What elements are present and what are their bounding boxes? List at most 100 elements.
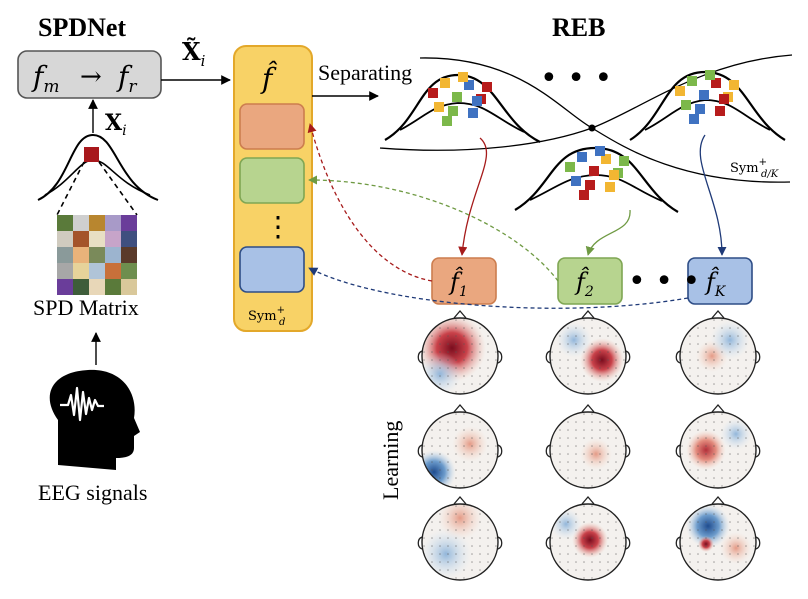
- reb-title: REB: [552, 13, 605, 42]
- spdnet-module: fm → fr: [17, 50, 162, 99]
- feature-square: [689, 114, 699, 124]
- topomap: [417, 404, 503, 489]
- matrix-cell: [105, 231, 121, 247]
- matrix-cell: [89, 247, 105, 263]
- feature-square: [675, 86, 685, 96]
- topomap: [545, 404, 631, 489]
- sym-d-label: Sym+d: [248, 305, 285, 328]
- submanifold-ellipsis: • • •: [540, 61, 612, 96]
- feature-square: [452, 92, 462, 102]
- spd-matrix-label: SPD Matrix: [33, 295, 139, 320]
- feature-square: [428, 88, 438, 98]
- slot-blue: [239, 246, 305, 293]
- feature-square: [442, 116, 452, 126]
- topomap: [675, 496, 761, 581]
- matrix-cell: [89, 215, 105, 231]
- feature-square: [681, 100, 691, 110]
- matrix-cell: [105, 279, 121, 295]
- eeg-head-icon: [49, 369, 140, 470]
- matrix-cell: [73, 231, 89, 247]
- x-label: Xi: [105, 110, 127, 139]
- spdnet-title: SPDNet: [38, 13, 126, 42]
- feature-square: [715, 106, 725, 116]
- matrix-cell: [57, 279, 73, 295]
- feature-square: [434, 102, 444, 112]
- separating-label: Separating: [318, 60, 412, 85]
- feature-square: [464, 80, 474, 90]
- submanifold-k: [629, 70, 786, 141]
- matrix-cell: [105, 215, 121, 231]
- f-boxes-row: f̂1 f̂2 f̂K: [431, 257, 753, 305]
- dashed-back-f1: [307, 123, 433, 282]
- arrow-down-fk: [699, 134, 727, 256]
- feature-square: [711, 78, 721, 88]
- feature-square: [595, 146, 605, 156]
- manifold-point: [84, 147, 99, 162]
- feature-square: [609, 170, 619, 180]
- feature-square: [619, 156, 629, 166]
- feature-square: [579, 190, 589, 200]
- feature-square: [577, 152, 587, 162]
- feature-square: [589, 166, 599, 176]
- feature-square: [565, 162, 575, 172]
- feature-square: [482, 82, 492, 92]
- learning-label: Learning: [378, 421, 403, 500]
- topomap-grid: [417, 310, 761, 581]
- spd-manifold: [37, 133, 159, 201]
- topomap: [545, 310, 631, 395]
- sym-dk-label: Sym+d/K: [730, 157, 779, 180]
- f-box-3: f̂K: [687, 257, 753, 305]
- vertical-ellipsis: ⋮: [264, 210, 292, 243]
- feature-square: [601, 154, 611, 164]
- slot-green: [239, 157, 305, 204]
- dashed-back-fk: [308, 267, 689, 309]
- feature-square: [440, 78, 450, 88]
- eeg-label: EEG signals: [38, 480, 147, 505]
- feature-square: [605, 182, 615, 192]
- feature-square: [729, 80, 739, 90]
- feature-square: [699, 90, 709, 100]
- matrix-cell: [89, 279, 105, 295]
- matrix-cell: [89, 231, 105, 247]
- matrix-cell: [121, 231, 137, 247]
- feature-square: [458, 72, 468, 82]
- matrix-cell: [73, 247, 89, 263]
- matrix-cell: [105, 247, 121, 263]
- matrix-cell: [121, 263, 137, 279]
- f-box-1: f̂1: [431, 257, 497, 305]
- x-tilde-label: X̃i: [182, 37, 206, 70]
- fbox-ellipsis: • • •: [628, 264, 700, 299]
- matrix-cell: [89, 263, 105, 279]
- feature-square: [468, 108, 478, 118]
- matrix-cell: [121, 247, 137, 263]
- matrix-cell: [121, 279, 137, 295]
- matrix-cell: [73, 279, 89, 295]
- submanifold-2: [514, 146, 679, 213]
- feature-square: [472, 96, 482, 106]
- dashed-link-right: [98, 161, 138, 216]
- f-box-2: f̂2: [557, 257, 623, 305]
- arrow-down-f2: [585, 209, 631, 256]
- matrix-cell: [57, 231, 73, 247]
- matrix-cell: [73, 215, 89, 231]
- matrix-cell: [73, 263, 89, 279]
- intersection-point: [588, 124, 596, 132]
- feature-square: [571, 176, 581, 186]
- topomap: [417, 310, 503, 395]
- topomap: [675, 404, 761, 489]
- topomap: [675, 310, 761, 395]
- submanifold-1: [384, 72, 541, 143]
- arrow-down-f1: [458, 137, 488, 256]
- slot-orange: [239, 103, 305, 150]
- feature-square: [585, 180, 595, 190]
- matrix-cell: [57, 215, 73, 231]
- topomap: [417, 496, 503, 581]
- matrix-cell: [105, 263, 121, 279]
- dashed-back-f2: [308, 175, 559, 282]
- feature-square: [448, 106, 458, 116]
- matrix-cell: [121, 215, 137, 231]
- dashed-link-left: [56, 161, 85, 216]
- matrix-cell: [57, 263, 73, 279]
- module-arrow: →: [80, 62, 102, 92]
